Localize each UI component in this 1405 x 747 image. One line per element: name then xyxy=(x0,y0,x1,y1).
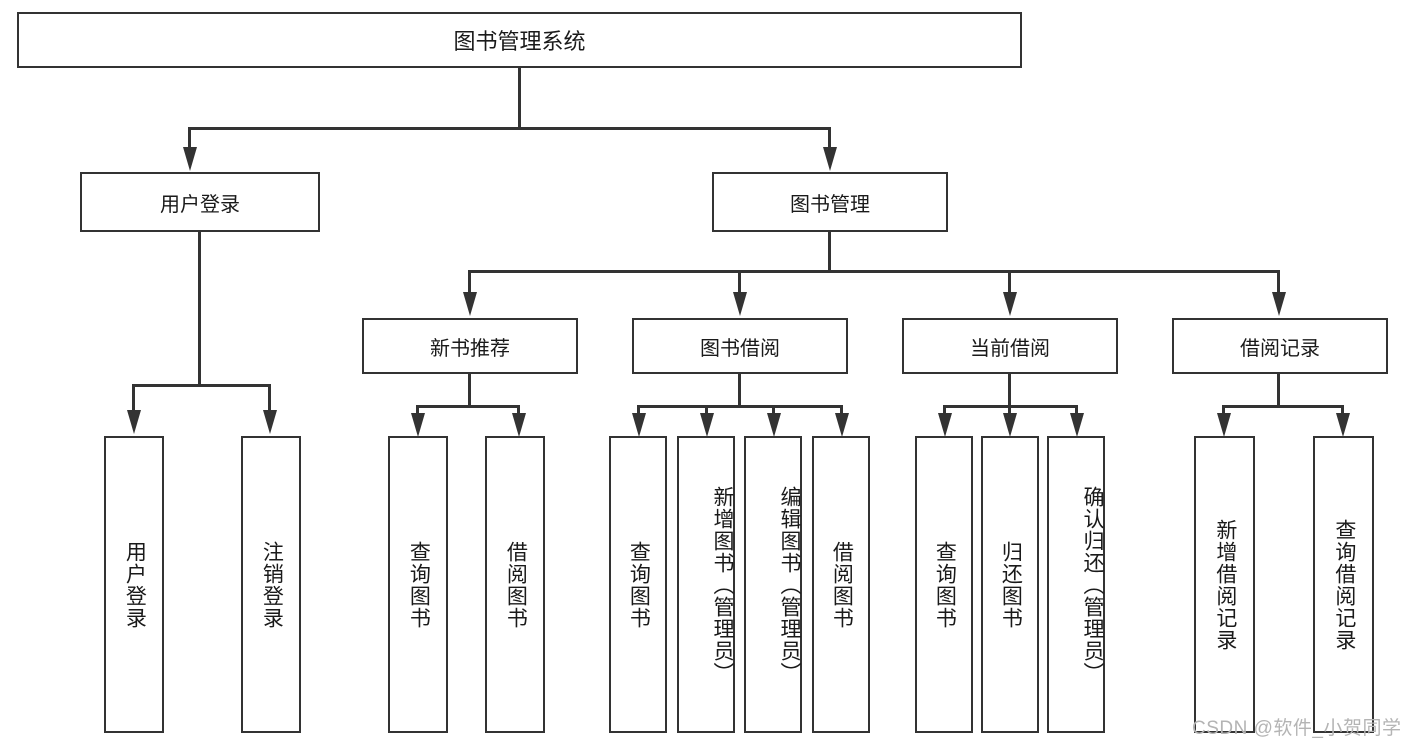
connector-current-borrow-drop-2 xyxy=(1008,405,1011,417)
connector-book-borrow-bus xyxy=(637,405,842,408)
leaf-label: 新增图书（管理员） xyxy=(711,485,734,684)
arrow-to-leaf-user-login xyxy=(127,410,141,434)
connector-borrow-records-stem xyxy=(1277,374,1280,407)
leaf-label: 借阅图书 xyxy=(830,540,854,629)
connector-book-borrow-stem xyxy=(738,374,741,407)
arrow-to-leaf-logout xyxy=(263,410,277,434)
connector-root-stem xyxy=(518,68,521,127)
arrow-to-leaf-add-book xyxy=(700,413,714,437)
arrow-to-current-borrow xyxy=(1003,292,1017,316)
connector-book-borrow-drop-4 xyxy=(840,405,843,417)
connector-borrow-records-drop-2 xyxy=(1341,405,1344,417)
watermark-text: CSDN @软件_小贺同学 xyxy=(1192,718,1402,739)
node-new-book-recommend[interactable]: 新书推荐 xyxy=(362,318,578,374)
leaf-label: 借阅图书 xyxy=(504,540,528,629)
connector-level3-drop-2 xyxy=(738,270,741,294)
leaf-confirm-return-admin[interactable]: 确认归还（管理员） xyxy=(1047,436,1105,733)
node-current-borrow[interactable]: 当前借阅 xyxy=(902,318,1118,374)
leaf-label: 确认归还（管理员） xyxy=(1081,485,1104,684)
arrow-to-leaf-borrow-book-2 xyxy=(835,413,849,437)
connector-current-borrow-drop-1 xyxy=(943,405,946,417)
arrow-to-user-login xyxy=(183,147,197,171)
arrow-to-book-borrow xyxy=(733,292,747,316)
connector-book-borrow-drop-3 xyxy=(772,405,775,417)
leaf-label: 新增借阅记录 xyxy=(1213,518,1237,651)
connector-borrow-records-drop-1 xyxy=(1222,405,1225,417)
leaf-query-book-current[interactable]: 查询图书 xyxy=(915,436,973,733)
node-root-system[interactable]: 图书管理系统 xyxy=(17,12,1022,68)
arrow-to-leaf-edit-book xyxy=(767,413,781,437)
node-label: 用户登录 xyxy=(160,193,240,216)
connector-current-borrow-stem xyxy=(1008,374,1011,407)
connector-user-login-drop-1 xyxy=(132,384,135,412)
leaf-borrow-book-newbook[interactable]: 借阅图书 xyxy=(485,436,545,733)
leaf-add-borrow-record[interactable]: 新增借阅记录 xyxy=(1194,436,1255,733)
leaf-return-book[interactable]: 归还图书 xyxy=(981,436,1039,733)
connector-new-book-drop-1 xyxy=(416,405,419,417)
arrow-to-book-manage xyxy=(823,147,837,171)
connector-user-login-bus xyxy=(132,384,270,387)
node-user-login[interactable]: 用户登录 xyxy=(80,172,320,232)
leaf-query-borrow-record[interactable]: 查询借阅记录 xyxy=(1313,436,1374,733)
node-label: 图书借阅 xyxy=(700,337,780,360)
arrow-to-leaf-return-book xyxy=(1003,413,1017,437)
node-book-borrow[interactable]: 图书借阅 xyxy=(632,318,848,374)
connector-new-book-drop-2 xyxy=(517,405,520,417)
connector-borrow-records-bus xyxy=(1222,405,1344,408)
connector-level2-drop-left xyxy=(188,127,191,149)
leaf-label: 归还图书 xyxy=(999,540,1023,629)
connector-level3-drop-4 xyxy=(1277,270,1280,294)
connector-level3-drop-1 xyxy=(468,270,471,294)
connector-current-borrow-drop-3 xyxy=(1075,405,1078,417)
leaf-borrow-book-borrow[interactable]: 借阅图书 xyxy=(812,436,870,733)
connector-new-book-bus xyxy=(416,405,520,408)
leaf-query-book-newbook[interactable]: 查询图书 xyxy=(388,436,448,733)
node-label: 借阅记录 xyxy=(1240,337,1320,360)
leaf-label: 用户登录 xyxy=(123,540,147,629)
connector-user-login-stem xyxy=(198,232,201,386)
node-label: 图书管理 xyxy=(790,193,870,216)
connector-level2-drop-right xyxy=(828,127,831,149)
leaf-add-book-admin[interactable]: 新增图书（管理员） xyxy=(677,436,735,733)
arrow-to-leaf-query-book-2 xyxy=(632,413,646,437)
leaf-query-book-borrow[interactable]: 查询图书 xyxy=(609,436,667,733)
node-label: 图书管理系统 xyxy=(453,29,586,54)
arrow-to-leaf-borrow-book-1 xyxy=(512,413,526,437)
arrow-to-leaf-query-record xyxy=(1336,413,1350,437)
connector-level2-bus xyxy=(188,127,831,130)
node-borrow-records[interactable]: 借阅记录 xyxy=(1172,318,1388,374)
connector-book-borrow-drop-2 xyxy=(705,405,708,417)
leaf-label: 查询图书 xyxy=(933,540,957,629)
connector-user-login-drop-2 xyxy=(268,384,271,412)
connector-book-borrow-drop-1 xyxy=(637,405,640,417)
node-label: 新书推荐 xyxy=(430,337,510,360)
connector-level3-drop-3 xyxy=(1008,270,1011,294)
leaf-label: 查询借阅记录 xyxy=(1332,518,1356,651)
leaf-edit-book-admin[interactable]: 编辑图书（管理员） xyxy=(744,436,802,733)
node-book-management[interactable]: 图书管理 xyxy=(712,172,948,232)
leaf-label: 查询图书 xyxy=(407,540,431,629)
leaf-logout[interactable]: 注销登录 xyxy=(241,436,301,733)
connector-new-book-stem xyxy=(468,374,471,407)
node-label: 当前借阅 xyxy=(970,337,1050,360)
arrow-to-leaf-add-record xyxy=(1217,413,1231,437)
arrow-to-leaf-query-book-1 xyxy=(411,413,425,437)
connector-level3-bus xyxy=(468,270,1280,273)
leaf-user-login[interactable]: 用户登录 xyxy=(104,436,164,733)
leaf-label: 查询图书 xyxy=(627,540,651,629)
arrow-to-borrow-records xyxy=(1272,292,1286,316)
arrow-to-leaf-query-book-3 xyxy=(938,413,952,437)
connector-book-manage-stem xyxy=(828,232,831,272)
arrow-to-leaf-confirm-return xyxy=(1070,413,1084,437)
leaf-label: 注销登录 xyxy=(260,540,284,629)
arrow-to-new-book xyxy=(463,292,477,316)
leaf-label: 编辑图书（管理员） xyxy=(778,485,801,684)
